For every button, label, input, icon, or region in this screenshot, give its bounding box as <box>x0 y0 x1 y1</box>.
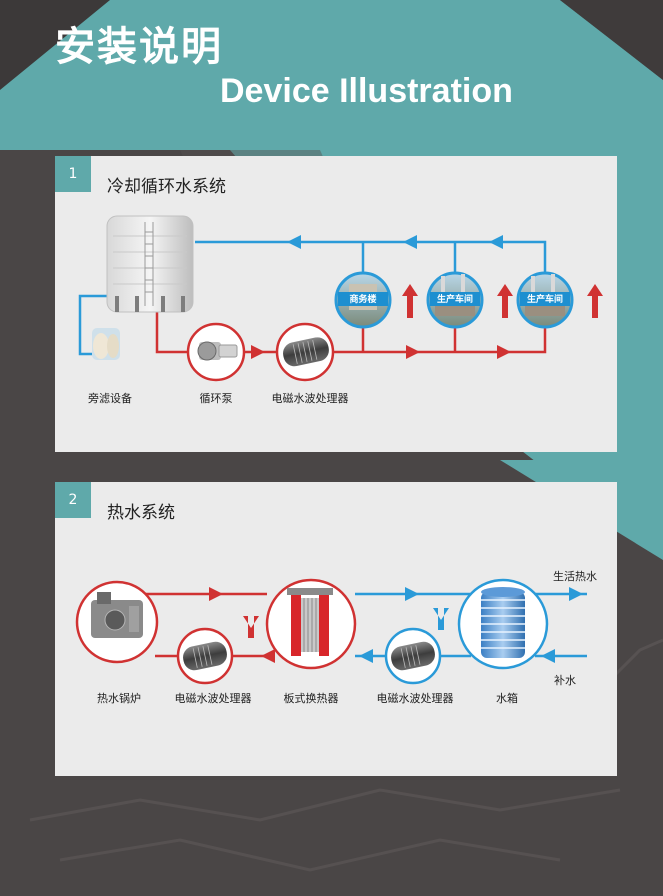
building-workshop-2 <box>516 271 574 329</box>
building-label-workshop-1: 生产车间 <box>437 293 473 305</box>
treater-right-image <box>384 627 442 685</box>
hot-loop-arrows <box>209 587 275 663</box>
treater-label: 电磁水波处理器 <box>272 392 349 405</box>
page-title: 安装说明 <box>55 24 223 70</box>
section-title: 热水系统 <box>107 503 175 523</box>
hot-water-out-label: 生活热水 <box>553 569 597 583</box>
side-filter-image <box>92 328 120 360</box>
pump-image <box>186 322 246 382</box>
page-subtitle: Device Illustration <box>220 72 513 110</box>
boiler-image <box>75 580 159 664</box>
building-label-workshop-2: 生产车间 <box>527 293 563 305</box>
section-number-badge: 2 <box>55 482 91 518</box>
section-number-badge: 1 <box>55 156 91 192</box>
heat-exchanger-label: 板式换热器 <box>284 691 339 705</box>
treater-right-label: 电磁水波处理器 <box>377 692 454 705</box>
hot-water-system-panel: 2 热水系统 <box>55 482 617 776</box>
blue-flow-arrows <box>287 235 503 249</box>
water-tank-label: 水箱 <box>496 691 518 705</box>
treater-left-image <box>176 627 234 685</box>
water-tank-image <box>457 578 549 670</box>
building-workshop-1 <box>426 271 484 329</box>
section-title: 冷却循环水系统 <box>107 177 226 197</box>
heat-exchanger-image <box>265 578 357 670</box>
boiler-label: 热水锅炉 <box>97 692 141 705</box>
makeup-water-label: 补水 <box>554 674 576 687</box>
supply-water-line <box>155 312 547 354</box>
treater-left-label: 电磁水波处理器 <box>175 692 252 705</box>
pump-label: 循环泵 <box>200 392 233 405</box>
cooling-system-diagram: 商务楼 生产车间 生产车间 旁滤设备 循环泵 电磁水波处理器 <box>78 215 603 405</box>
red-flow-arrows <box>251 284 603 359</box>
cooling-system-panel: 1 冷却循环水系统 <box>55 156 617 452</box>
building-label-commercial: 商务楼 <box>349 293 376 305</box>
hot-water-system-diagram: 生活热水 补水 热水锅炉 电磁水波处理器 板式换热器 电磁水波处理器 水箱 <box>75 569 597 705</box>
cooling-tower-image <box>106 215 194 313</box>
side-filter-label: 旁滤设备 <box>88 391 132 405</box>
hot-loop-line <box>141 592 267 658</box>
return-water-line <box>78 240 547 356</box>
cold-loop-arrows <box>359 587 583 663</box>
treater-image <box>275 322 335 382</box>
building-commercial <box>334 271 392 329</box>
